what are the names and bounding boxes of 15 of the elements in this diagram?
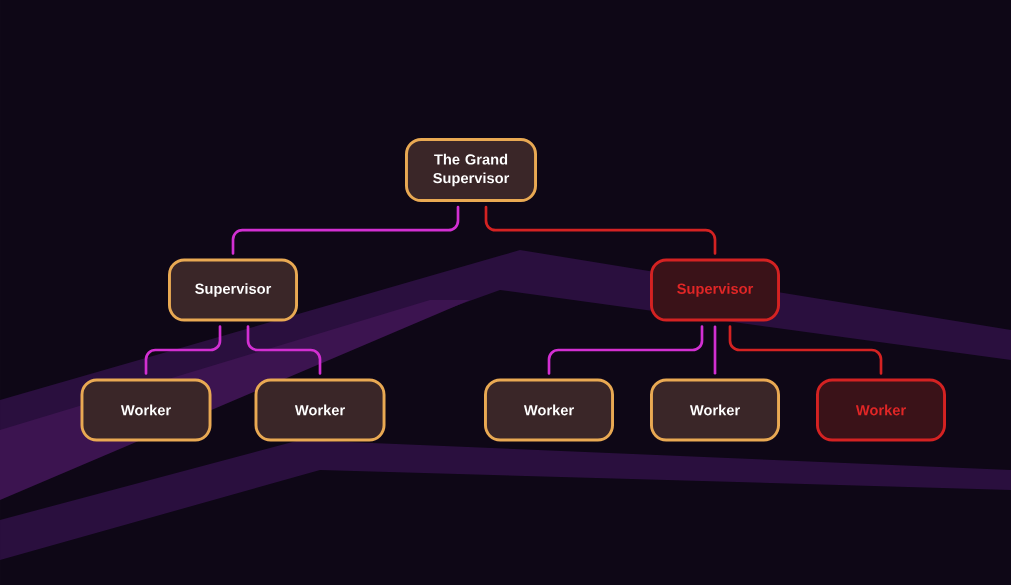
connector-line — [144, 325, 222, 375]
connector-line — [246, 325, 322, 375]
connector-line — [547, 325, 704, 375]
connector-line — [231, 205, 460, 255]
worker-box: Worker — [816, 378, 946, 442]
worker-box: Worker — [254, 378, 386, 442]
worker-box: Worker — [484, 378, 614, 442]
connector-line — [728, 325, 883, 375]
connector-line — [713, 325, 717, 375]
worker-box: Worker — [650, 378, 780, 442]
supervisor-box: Supervisor — [168, 258, 298, 322]
supervisor-box: Supervisor — [650, 258, 780, 322]
connector-line — [484, 205, 717, 255]
supervisor-box: The Grand Supervisor — [405, 138, 537, 202]
worker-box: Worker — [80, 378, 212, 442]
